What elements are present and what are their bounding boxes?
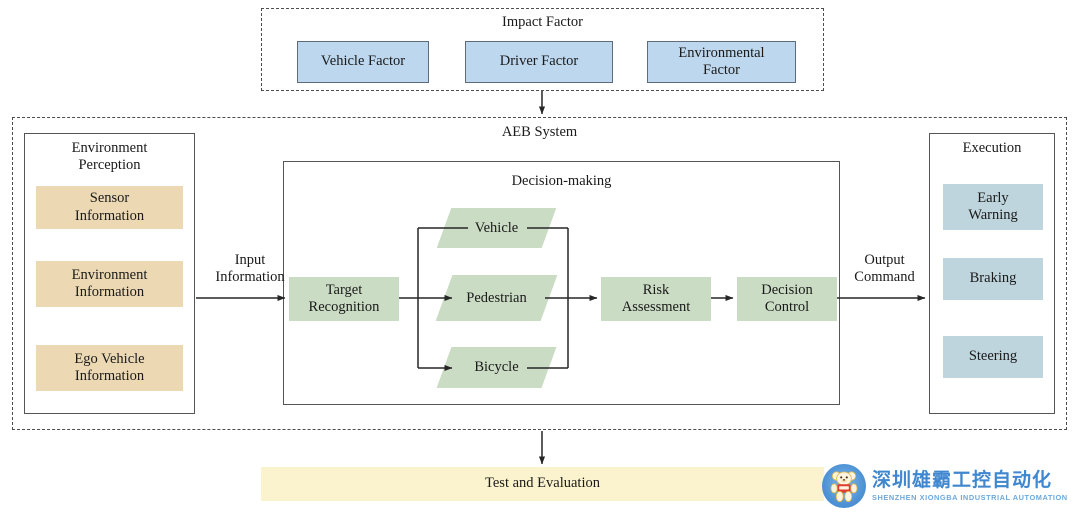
- impact-factor-group: [261, 8, 824, 91]
- decision-target-vehicle[interactable]: Vehicle: [436, 208, 557, 248]
- execution-title: Execution: [962, 140, 1022, 156]
- aeb-system-group: [12, 117, 1067, 430]
- watermark-text-block: 深圳雄霸工控自动化 SHENZHEN XIONGBA INDUSTRIAL AU…: [872, 468, 1068, 502]
- decision-target-recognition[interactable]: Target Recognition: [289, 277, 399, 321]
- edge-label-input-information: Input Information: [215, 252, 285, 286]
- decision-decision-control[interactable]: Decision Control: [737, 277, 837, 321]
- execution-item-steering[interactable]: Steering: [943, 336, 1043, 378]
- test-and-evaluation-box[interactable]: Test and Evaluation: [261, 467, 824, 501]
- company-watermark-logo: 深圳雄霸工控自动化 SHENZHEN XIONGBA INDUSTRIAL AU…: [822, 464, 1068, 508]
- perception-item-sensor-information[interactable]: Sensor Information: [36, 186, 183, 229]
- bicycle-label: Bicycle: [474, 359, 519, 375]
- decision-target-bicycle[interactable]: Bicycle: [436, 347, 557, 388]
- perception-item-ego-vehicle-information[interactable]: Ego Vehicle Information: [36, 345, 183, 391]
- impact-factor-group-label: Impact Factor: [502, 14, 583, 30]
- perception-item-environment-information[interactable]: Environment Information: [36, 261, 183, 307]
- impact-factor-environmental[interactable]: Environmental Factor: [647, 41, 796, 83]
- decision-making-title: Decision-making: [511, 173, 612, 189]
- watermark-cn-name: 深圳雄霸工控自动化: [872, 468, 1053, 491]
- execution-item-early-warning[interactable]: Early Warning: [943, 184, 1043, 230]
- edge-label-output-command: Output Command: [854, 252, 915, 286]
- decision-target-pedestrian[interactable]: Pedestrian: [435, 275, 558, 321]
- execution-item-braking[interactable]: Braking: [943, 258, 1043, 300]
- vehicle-label: Vehicle: [474, 219, 519, 236]
- impact-factor-vehicle[interactable]: Vehicle Factor: [297, 41, 429, 83]
- watermark-en-name: SHENZHEN XIONGBA INDUSTRIAL AUTOMATION: [872, 492, 1068, 502]
- pedestrian-label: Pedestrian: [466, 289, 527, 306]
- decision-risk-assessment[interactable]: Risk Assessment: [601, 277, 711, 321]
- environment-perception-title: Environment Perception: [71, 140, 148, 174]
- bear-mascot-icon: [822, 464, 866, 508]
- impact-factor-driver[interactable]: Driver Factor: [465, 41, 613, 83]
- aeb-system-group-label: AEB System: [501, 124, 578, 140]
